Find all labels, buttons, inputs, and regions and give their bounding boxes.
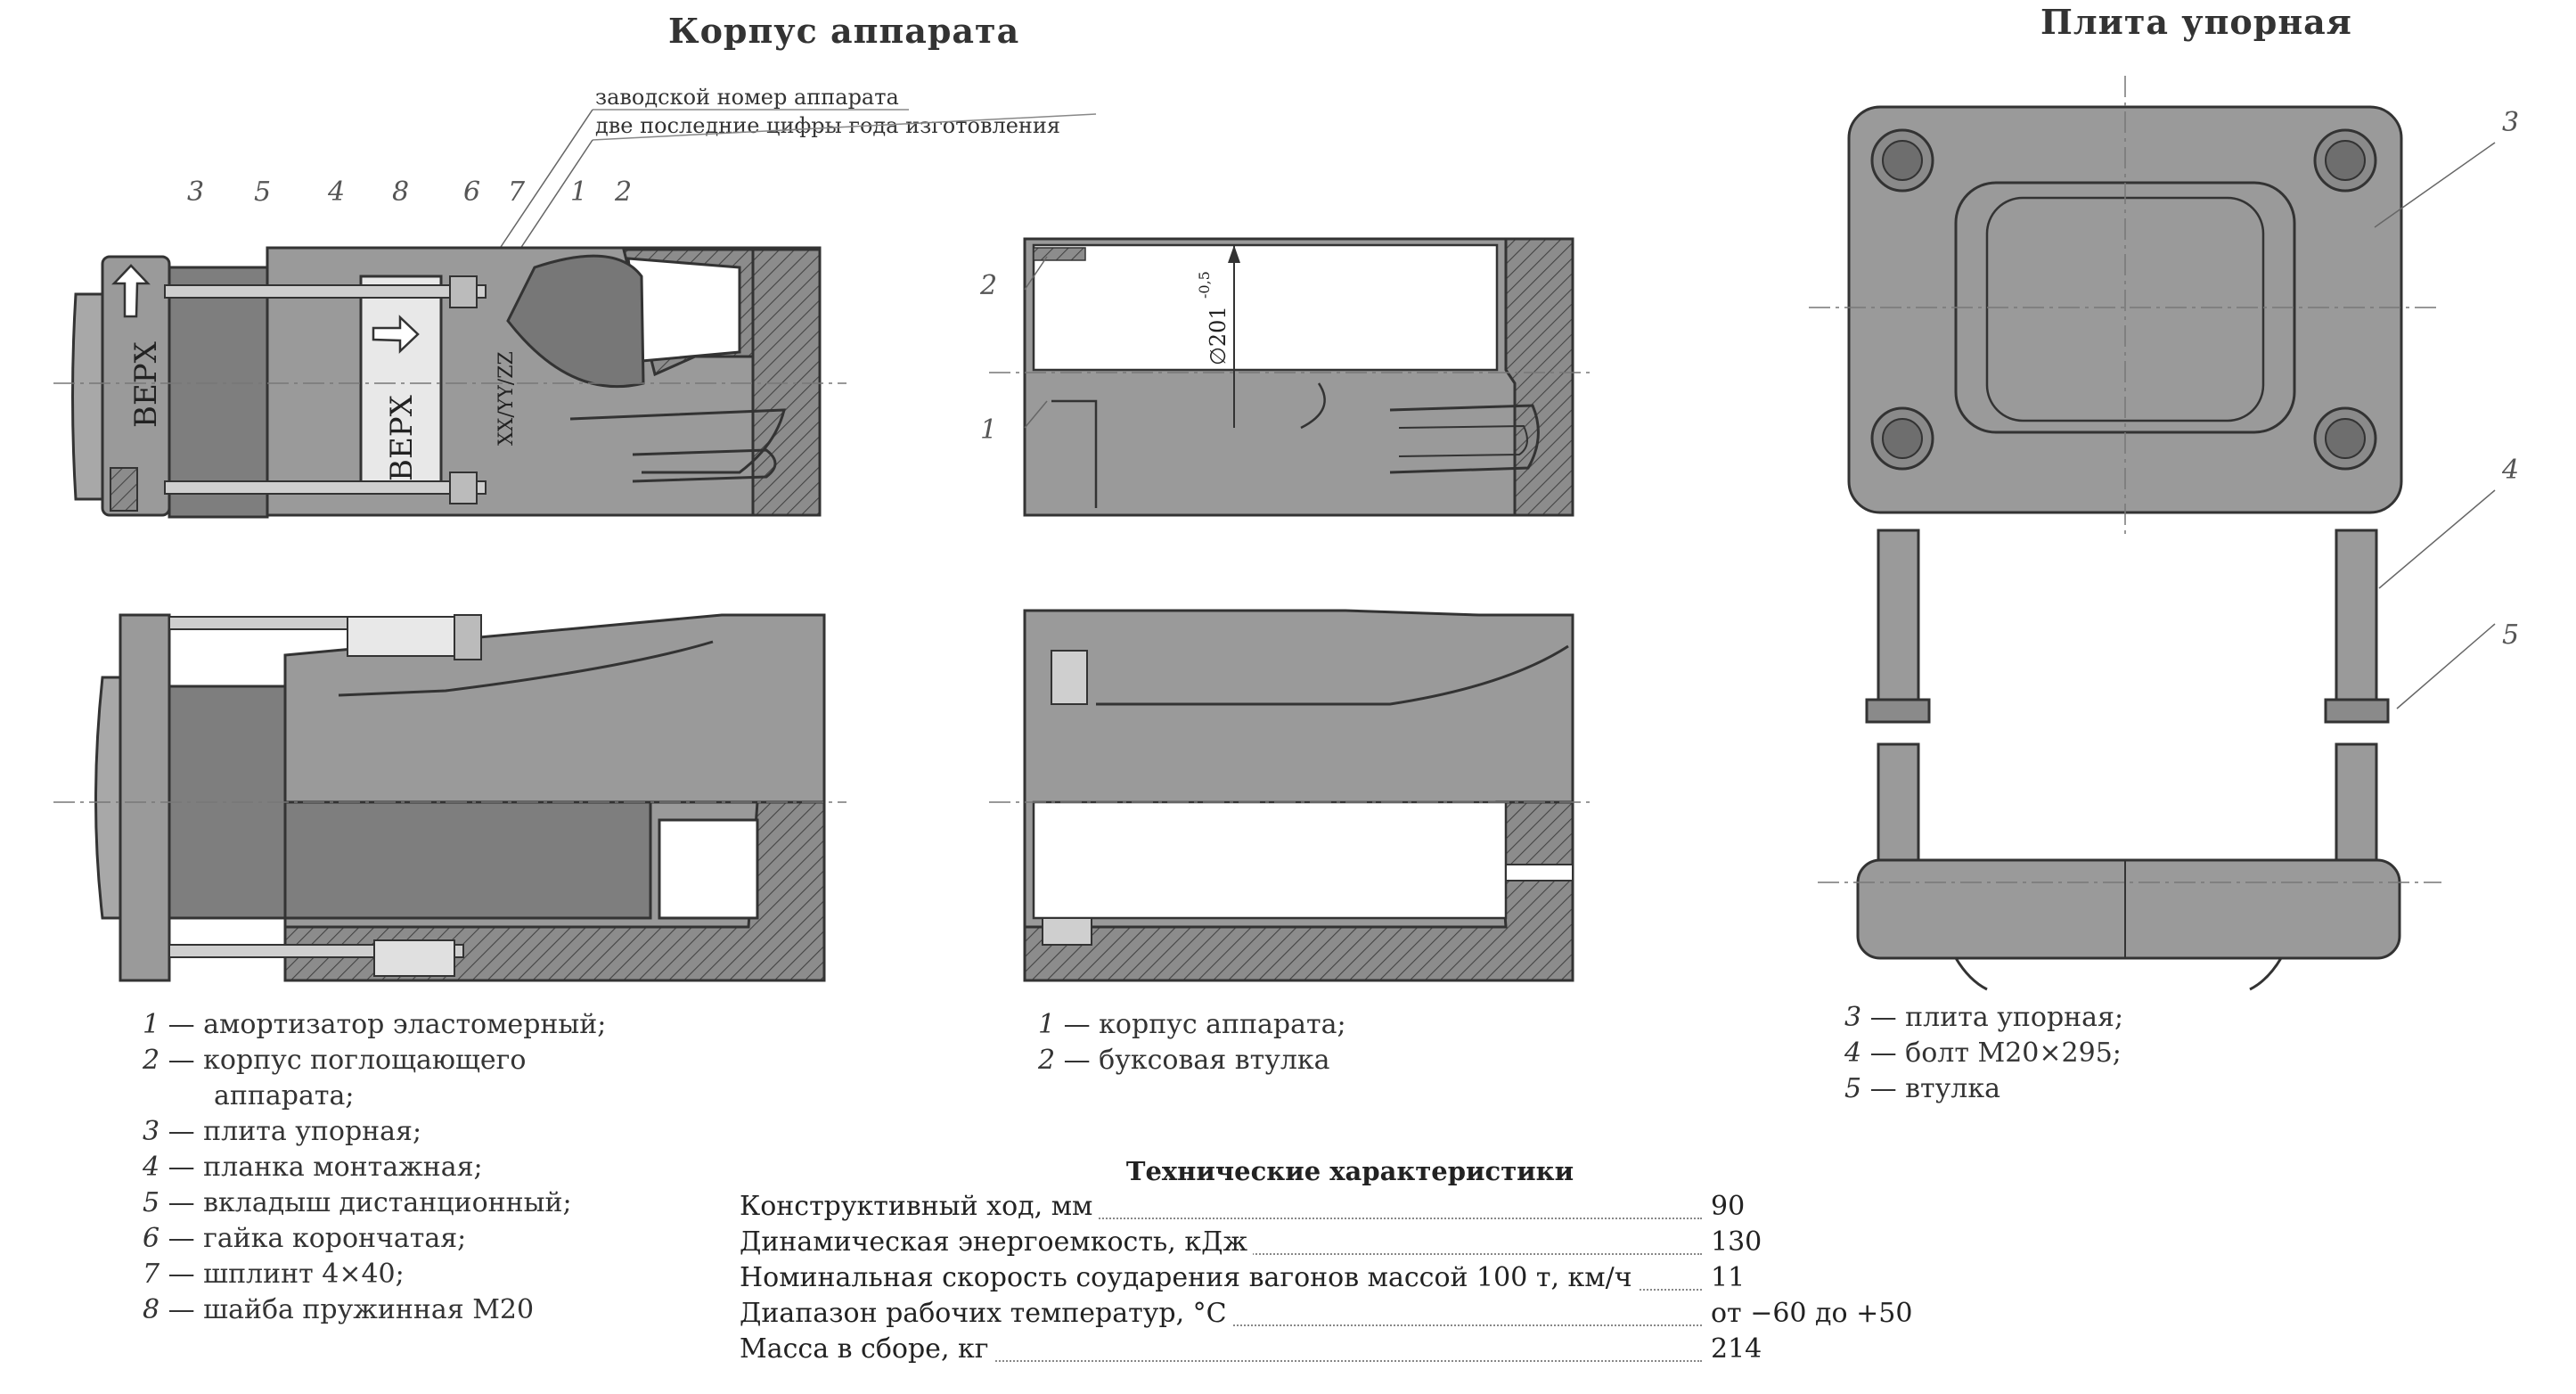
housing-section-side [989,609,1595,982]
spec-row: Масса в сборе, кг 214 [740,1333,1762,1365]
legend-left-item: 1 — амортизатор эластомерный; [143,1009,607,1040]
legend-left-item: 3 — плита упорная; [143,1116,422,1147]
spec-row: Динамическая энергоемкость, кДж 130 [740,1226,1762,1258]
callout-5: 5 [254,176,272,208]
legend-right-item: 3 — плита упорная; [1844,1002,2124,1033]
legend-left-item: 4 — планка монтажная; [143,1152,483,1183]
housing-section-top [989,237,1595,517]
callout-right-4: 4 [2502,455,2520,486]
callout-right-5: 5 [2502,619,2520,651]
serial-number-note: заводской номер аппарата [595,85,899,110]
specs-table: Конструктивный ход, мм 90 Динамическая э… [740,1191,1916,1378]
legend-left-item: аппарата; [214,1080,355,1111]
callout-2: 2 [615,176,633,208]
callout-4: 4 [328,176,346,208]
thrust-plate-view [1809,76,2496,991]
legend-left-item: 6 — гайка корончатая; [143,1223,467,1254]
housing-assembly-top-view [53,246,846,519]
callout-right-3: 3 [2502,107,2520,138]
title-housing: Корпус аппарата [668,11,1020,51]
legend-right: 3 — плита упорная; 4 — болт М20×295; 5 —… [1844,1000,2123,1107]
callout-3: 3 [187,176,205,208]
spec-row: Номинальная скорость соударения вагонов … [740,1262,1746,1293]
callout-8: 8 [392,176,410,208]
legend-left-item: 5 — вкладыш дистанционный; [143,1187,572,1218]
legend-left-item: 8 — шайба пружинная М20 [143,1294,535,1325]
year-note: две последние цифры года изготовления [595,113,1061,138]
callout-1: 1 [570,176,588,208]
dimension-label: ∅201 [1206,306,1231,365]
spec-row: Конструктивный ход, мм 90 [740,1191,1746,1222]
legend-left: 1 — амортизатор эластомерный; 2 — корпус… [143,1007,606,1328]
callout-6: 6 [463,176,481,208]
verh-label-1: ВЕРХ [128,340,164,428]
marking-label: XX/YY/ZZ [495,351,518,446]
callout-7: 7 [508,176,526,208]
legend-mid: 1 — корпус аппарата; 2 — буксовая втулка [1038,1007,1346,1078]
legend-mid-item: 2 — буксовая втулка [1038,1045,1330,1076]
specs-title: Технические характеристики [1125,1156,1574,1186]
title-plate: Плита упорная [2040,2,2352,42]
verh-label-2: ВЕРХ [384,394,420,481]
tolerance-label: -0,5 [1196,271,1213,299]
legend-left-item: 2 — корпус поглощающего [143,1045,527,1076]
legend-left-item: 7 — шплинт 4×40; [143,1259,405,1290]
callout-mid-1: 1 [980,414,998,446]
legend-right-item: 5 — втулка [1844,1073,2001,1104]
legend-right-item: 4 — болт М20×295; [1844,1037,2122,1069]
housing-assembly-side-view [53,613,846,982]
callout-mid-2: 2 [980,270,998,301]
spec-row: Диапазон рабочих температур, °С от −60 д… [740,1298,1913,1329]
legend-mid-item: 1 — корпус аппарата; [1038,1009,1346,1040]
